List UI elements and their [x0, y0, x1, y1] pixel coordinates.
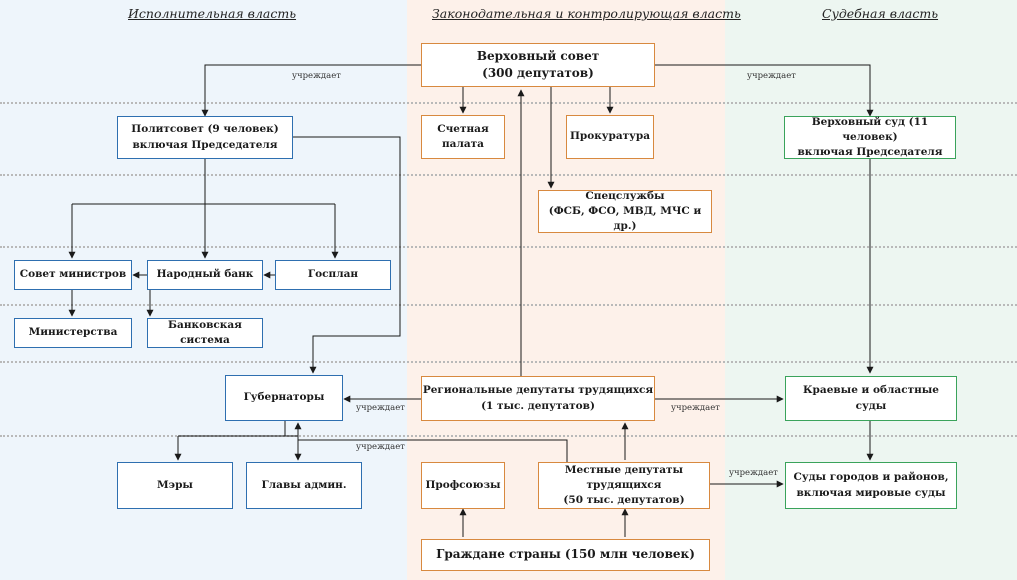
trade-unions-box: Профсоюзы: [421, 462, 505, 509]
admin-heads-box: Главы админ.: [246, 462, 362, 509]
divider: [0, 435, 1017, 437]
edge-label-establishes: учреждает: [292, 71, 341, 81]
audit-chamber-box: Счетная палата: [421, 115, 505, 159]
edge-label-establishes: учреждает: [747, 71, 796, 81]
governors-box: Губернаторы: [225, 375, 343, 421]
divider: [0, 361, 1017, 363]
supreme-court-box: Верховный суд (11 человек) включая Предс…: [784, 116, 956, 159]
connector: [294, 422, 568, 462]
divider: [0, 246, 1017, 248]
edge-label-establishes: учреждает: [729, 468, 778, 478]
divider: [0, 102, 1017, 104]
connector: [655, 64, 874, 117]
divider: [0, 304, 1017, 306]
executive-column-title: Исполнительная власть: [128, 6, 297, 21]
edge-label-establishes: учреждает: [671, 403, 720, 413]
judicial-column-title: Судебная власть: [822, 6, 939, 21]
banking-system-box: Банковская система: [147, 318, 263, 348]
ministries-box: Министерства: [14, 318, 132, 348]
special-services-box: Спецслужбы (ФСБ, ФСО, МВД, МЧС и др.): [538, 190, 712, 233]
national-bank-box: Народный банк: [147, 260, 263, 290]
connector: [201, 64, 421, 117]
supreme-council-box: Верховный совет (300 депутатов): [421, 43, 655, 87]
mayors-box: Мэры: [117, 462, 233, 509]
connector: [293, 136, 401, 374]
council-of-ministers-box: Совет министров: [14, 260, 132, 290]
regional-courts-box: Краевые и областные суды: [785, 376, 957, 421]
local-deputies-box: Местные депутаты трудящихся (50 тыс. деп…: [538, 462, 710, 509]
city-courts-box: Суды городов и районов, включая мировые …: [785, 462, 957, 509]
politburo-box: Политсовет (9 человек) включая Председат…: [117, 116, 293, 159]
gosplan-box: Госплан: [275, 260, 391, 290]
divider: [0, 174, 1017, 176]
regional-deputies-box: Региональные депутаты трудящихся (1 тыс.…: [421, 376, 655, 421]
prosecutor-box: Прокуратура: [566, 115, 654, 159]
legislative-column-title: Законодательная и контролирующая власть: [432, 6, 741, 21]
edge-label-establishes: учреждает: [356, 442, 405, 452]
citizens-box: Граждане страны (150 млн человек): [421, 539, 710, 571]
edge-label-establishes: учреждает: [356, 403, 405, 413]
